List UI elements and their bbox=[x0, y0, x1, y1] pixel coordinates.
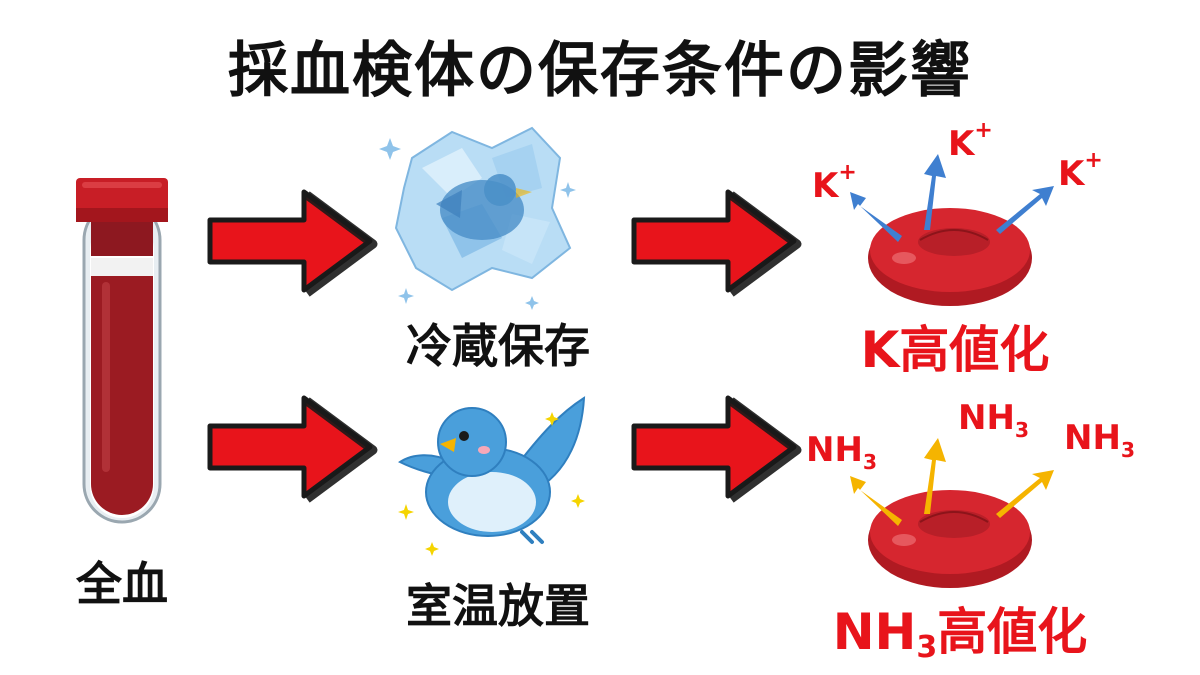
arrow-right-icon bbox=[207, 189, 378, 297]
frozen-bird-icon bbox=[379, 126, 576, 310]
bird-icon bbox=[398, 396, 586, 556]
ion-label: NH3 bbox=[1064, 418, 1136, 462]
ion-label: K+ bbox=[812, 160, 857, 206]
bottom-result-label: NH3高値化 bbox=[832, 603, 1088, 665]
bottom-condition-label: 室温放置 bbox=[406, 579, 590, 633]
red-blood-cell-icon bbox=[868, 208, 1032, 306]
arrow-right-icon bbox=[631, 395, 802, 503]
top-condition-label: 冷蔵保存 bbox=[406, 319, 590, 373]
blood-tube-icon bbox=[76, 178, 168, 524]
ion-label: NH3 bbox=[958, 398, 1030, 442]
tube-label: 全血 bbox=[76, 557, 168, 611]
ion-label: NH3 bbox=[806, 430, 878, 474]
ion-label: K+ bbox=[948, 118, 993, 164]
arrow-right-icon bbox=[631, 189, 802, 297]
k-release-arrows-icon bbox=[850, 154, 1054, 242]
page-title: 採血検体の保存条件の影響 bbox=[228, 36, 972, 106]
top-result-label: K高値化 bbox=[860, 321, 1050, 379]
red-blood-cell-icon bbox=[868, 490, 1032, 588]
nh3-release-arrows-icon bbox=[850, 438, 1054, 526]
ion-label: K+ bbox=[1058, 148, 1103, 194]
arrow-right-icon bbox=[207, 395, 378, 503]
